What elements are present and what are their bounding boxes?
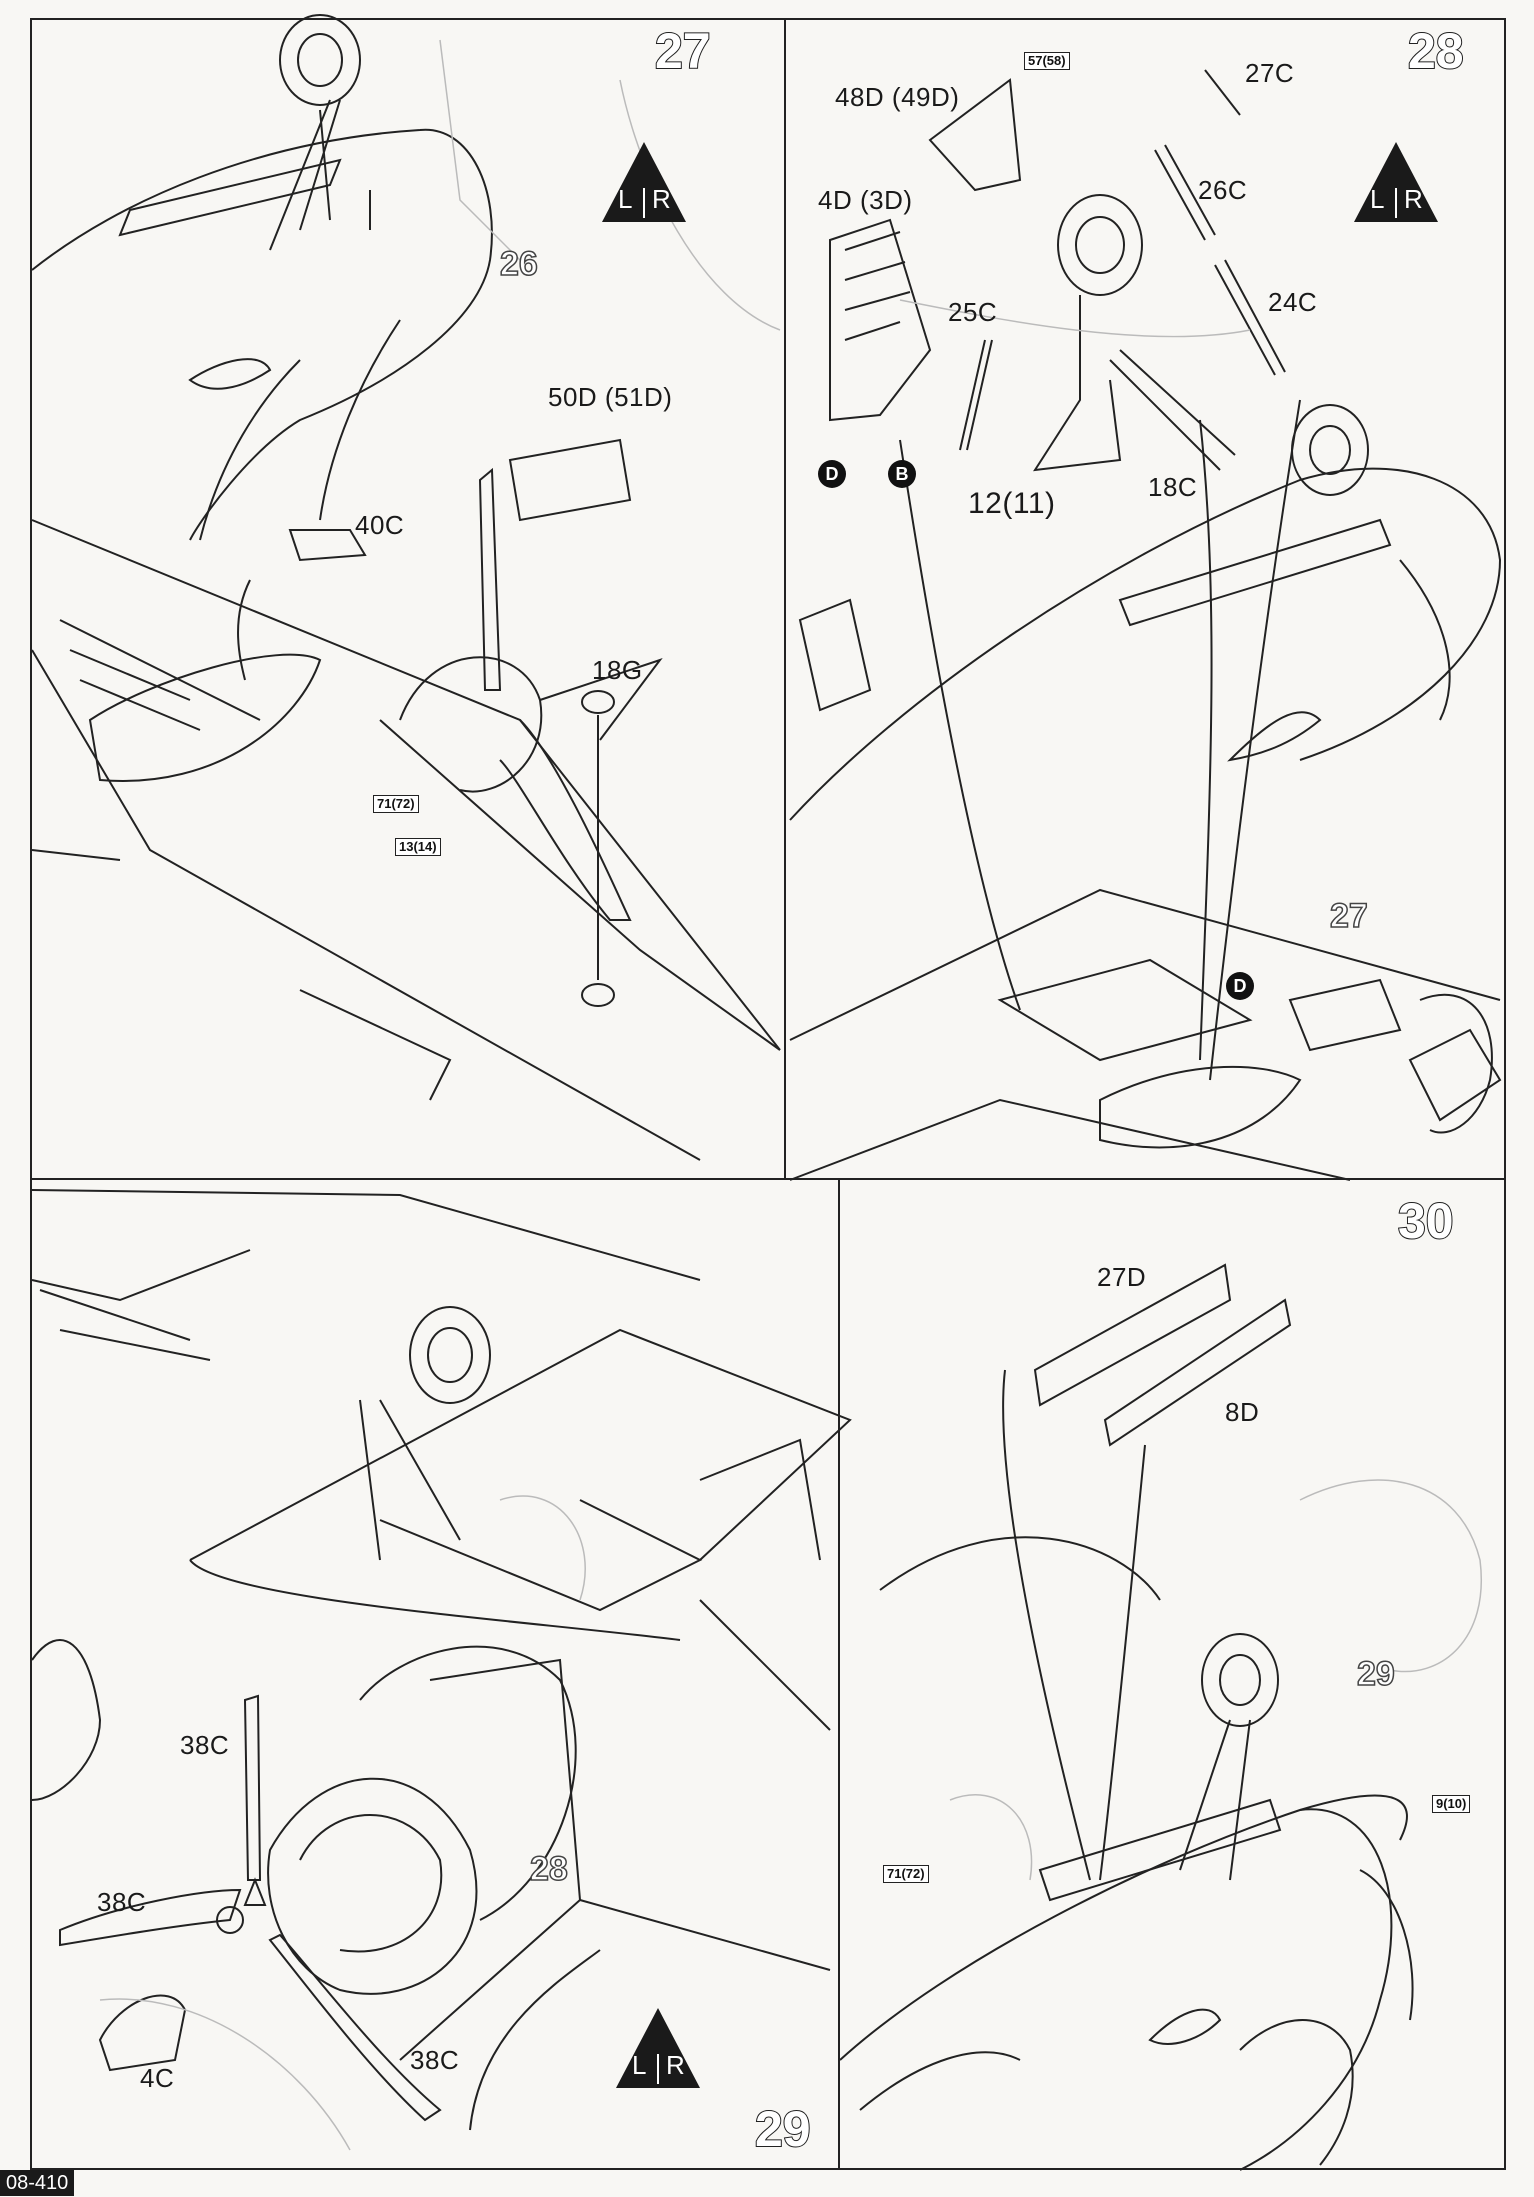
boxref-71-72-step30: 71(72) <box>883 1865 929 1883</box>
step-29-side-badge <box>616 2008 700 2088</box>
step-29-badge-left: L <box>632 2050 647 2080</box>
part-label-38c-bottom: 38C <box>410 2045 460 2075</box>
part-label-24c: 24C <box>1268 287 1318 317</box>
part-label-4c: 4C <box>140 2063 175 2093</box>
part-label-18c: 18C <box>1148 472 1198 502</box>
step-28-ghost-ref: 27 <box>1329 896 1368 936</box>
boxref-57-58: 57(58) <box>1024 52 1070 70</box>
part-label-40c: 40C <box>355 510 405 540</box>
step-number-27: 27 <box>654 22 712 80</box>
step-27-ghost-ref: 26 <box>499 244 538 284</box>
step-27-badge-left: L <box>618 184 633 214</box>
step-number-29: 29 <box>754 2100 812 2158</box>
boxref-71-72-step27: 71(72) <box>373 795 419 813</box>
page-code: 08-410 <box>0 2170 75 2196</box>
part-label-25c: 25C <box>948 297 998 327</box>
part-label-38c-top: 38C <box>180 1730 230 1760</box>
step-number-28: 28 <box>1407 22 1465 80</box>
step-28-side-badge <box>1354 142 1438 222</box>
step-28-badge-right: R <box>1404 184 1424 214</box>
circle-ref-d-lower: D <box>1226 972 1254 1000</box>
part-label-26c: 26C <box>1198 175 1248 205</box>
circle-ref-b: B <box>888 460 916 488</box>
step-27-badge-right: R <box>652 184 672 214</box>
part-label-4d-3d: 4D (3D) <box>818 185 913 215</box>
step-28-badge-left: L <box>1370 184 1385 214</box>
circle-ref-d-upper: D <box>818 460 846 488</box>
part-label-8d: 8D <box>1225 1397 1260 1427</box>
step-number-30: 30 <box>1397 1192 1455 1250</box>
boxref-13-14: 13(14) <box>395 838 441 856</box>
step-29-ghost-ref: 28 <box>529 1849 568 1889</box>
part-label-18g: 18G <box>592 655 643 685</box>
step-30-panel <box>838 1178 1506 2170</box>
step-27-side-badge <box>602 142 686 222</box>
part-label-27c: 27C <box>1245 58 1295 88</box>
part-label-50d-51d: 50D (51D) <box>548 382 673 412</box>
part-label-38c-left: 38C <box>97 1887 147 1917</box>
part-label-12-11: 12(11) <box>968 487 1056 520</box>
part-label-48d-49d: 48D (49D) <box>835 82 960 112</box>
step-29-badge-right: R <box>666 2050 686 2080</box>
part-label-27d: 27D <box>1097 1262 1147 1292</box>
boxref-9-10: 9(10) <box>1432 1795 1471 1813</box>
step-30-ghost-ref: 29 <box>1356 1654 1395 1694</box>
